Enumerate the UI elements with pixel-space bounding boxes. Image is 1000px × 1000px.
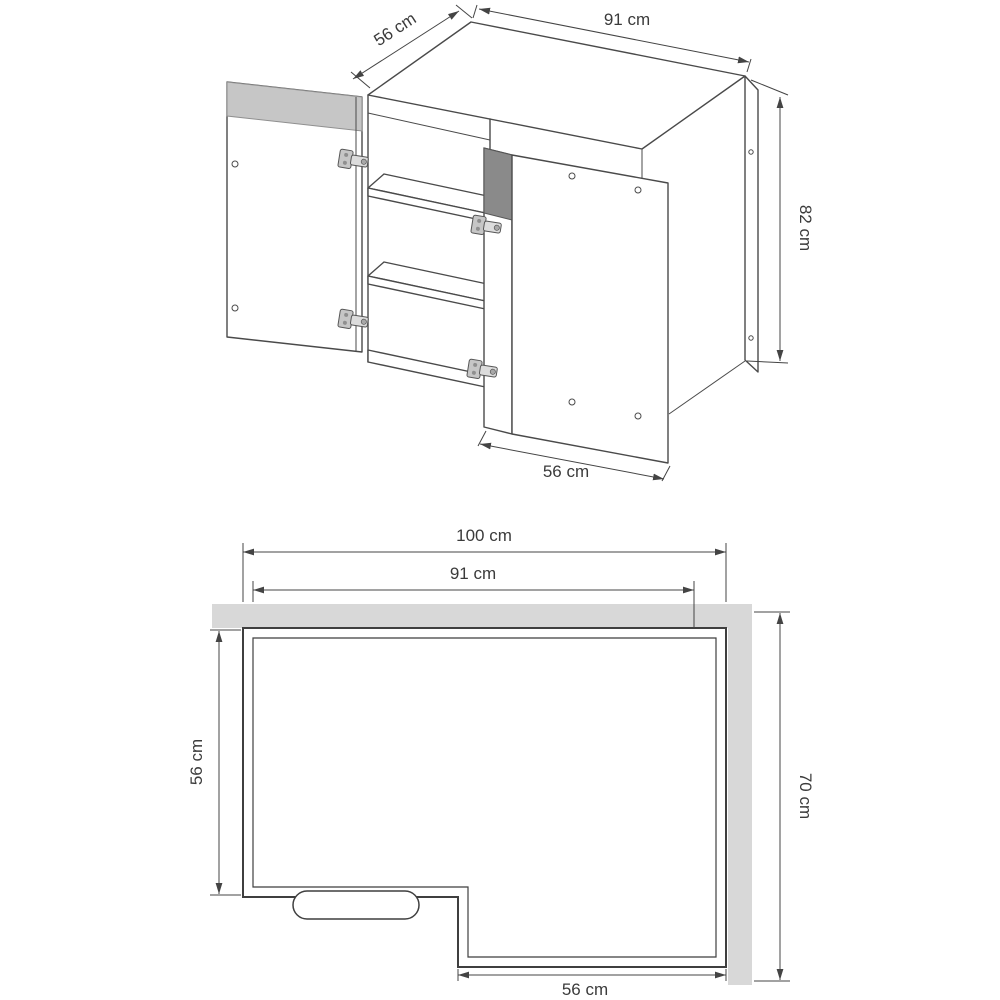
cabinet-carcass [367,21,759,415]
dimension-label: 91 cm [604,10,650,29]
dim-overall-width: 100 cm [242,526,727,602]
dimension-line [352,10,460,80]
perspective-view: 56 cm 91 cm 82 cm 56 cm [226,4,815,482]
cabinet-footprint-outer [242,627,727,968]
dim-door-width: 56 cm [477,430,671,482]
dim-top-width: 91 cm [472,4,752,73]
side-panel-hole [748,149,754,155]
dimension-label: 100 cm [456,526,512,545]
door-screw-hole [568,172,576,180]
dimension-label: 56 cm [370,9,419,50]
dim-carcass-width: 91 cm [252,564,695,628]
left-door-top-band [226,81,363,132]
dimension-label: 56 cm [562,980,608,999]
dimension-label: 56 cm [543,462,589,481]
dim-right-section-width: 56 cm [457,969,727,999]
side-panel-hole [748,335,754,341]
dimension-label: 82 cm [796,205,815,251]
wall-right [728,604,752,985]
dim-left-depth: 56 cm [187,629,241,896]
right-door [483,147,669,464]
dimension-label: 56 cm [187,739,206,785]
dimension-label: 70 cm [796,773,815,819]
extension-line [477,430,487,447]
cabinet-footprint-inner [252,637,717,958]
dim-right-depth: 70 cm [754,611,815,982]
left-door [226,81,363,353]
dimension-line [479,442,665,481]
dimension-label: 91 cm [450,564,496,583]
right-door-handle [483,147,513,221]
opening-top-edge [367,112,491,141]
cabinet-top-face [367,21,746,150]
dim-height: 82 cm [746,79,815,364]
extension-line [746,58,752,73]
extension-line [472,4,478,19]
door-screw-hole [568,398,576,406]
cabinet-bottom-right-edge [668,360,746,415]
extension-line [750,79,789,96]
dimension-line [478,7,750,64]
door-screw-hole [231,160,239,168]
door-screw-hole [634,186,642,194]
right-door-panel [511,154,669,464]
extension-line [746,360,789,364]
door-screw-hole [634,412,642,420]
right-side-panel-edge [744,75,759,373]
curved-front-element [292,890,420,920]
door-screw-hole [231,304,239,312]
extension-line [455,4,473,19]
wall-top [212,604,752,628]
plan-view: 100 cm 91 cm 56 cm 70 cm 56 [187,526,815,999]
